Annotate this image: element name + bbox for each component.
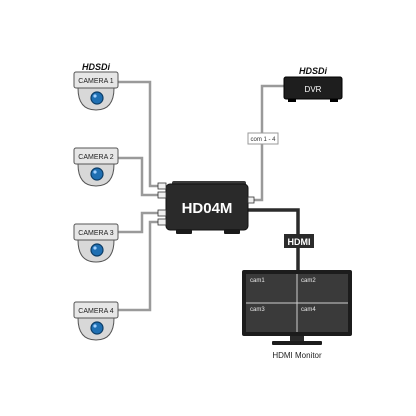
- dvr-body: [283, 76, 343, 100]
- monitor-quadrant-3: cam3: [250, 307, 265, 313]
- camera-2-lens: [90, 167, 104, 181]
- camera-2-label: CAMERA 2: [78, 154, 114, 161]
- camera-3-label: CAMERA 3: [78, 230, 114, 237]
- port-input-1: [157, 182, 167, 190]
- camera-1: CAMERA 1: [73, 71, 119, 111]
- cable-tag-box: [247, 132, 279, 145]
- monitor-stand: [272, 341, 322, 345]
- monitor-quadrant-4: cam4: [301, 307, 316, 313]
- monitor-caption: HDMI Monitor: [272, 351, 322, 360]
- camera-4: CAMERA 4: [73, 301, 119, 341]
- device-mount-right: [224, 229, 240, 234]
- dvr-label: DVR: [305, 85, 322, 94]
- camera-4-lens: [90, 321, 104, 335]
- hdmi-tag-label: HDMI: [288, 237, 311, 247]
- camera-1-label: CAMERA 1: [78, 78, 114, 85]
- camera-3-lens: [90, 243, 104, 257]
- monitor-neck: [290, 336, 304, 341]
- camera-4-lens-glint: [93, 324, 97, 328]
- port-input-2: [157, 191, 167, 199]
- monitor-quadrant-1: cam1: [250, 278, 265, 284]
- device-mount-left: [176, 229, 192, 234]
- hdsdi-logo-right: HDSDi: [299, 66, 328, 76]
- camera-2-lens-glint: [93, 170, 97, 174]
- camera-3: CAMERA 3: [73, 223, 119, 263]
- monitor-quadrant-2: cam2: [301, 278, 316, 284]
- dvr-foot-left: [288, 99, 296, 102]
- hdmi-cable: [246, 208, 300, 272]
- cable-camera-3: [118, 211, 166, 234]
- port-input-4: [157, 218, 167, 226]
- dvr-unit: DVR: [283, 76, 343, 102]
- cable-tag-label: com 1 - 4: [250, 137, 276, 143]
- cable-camera-4: [118, 220, 166, 312]
- port-output: [247, 196, 255, 204]
- hd04m-device: HD04M: [157, 181, 255, 234]
- dvr-foot-right: [330, 99, 338, 102]
- camera-3-lens-glint: [93, 246, 97, 250]
- camera-1-lens-glint: [93, 94, 97, 98]
- cable-camera-2: [118, 156, 166, 197]
- camera-2: CAMERA 2: [73, 147, 119, 187]
- hdmi-monitor: cam1 cam2 cam3 cam4 HDMI Monitor: [242, 270, 352, 360]
- device-label: HD04M: [182, 200, 233, 217]
- hdmi-tag-box: [284, 234, 314, 248]
- hdsdi-logo-left: HDSDi: [82, 62, 111, 72]
- device-body: [165, 183, 249, 231]
- port-input-3: [157, 209, 167, 217]
- camera-4-label: CAMERA 4: [78, 308, 114, 315]
- camera-1-lens: [90, 91, 104, 105]
